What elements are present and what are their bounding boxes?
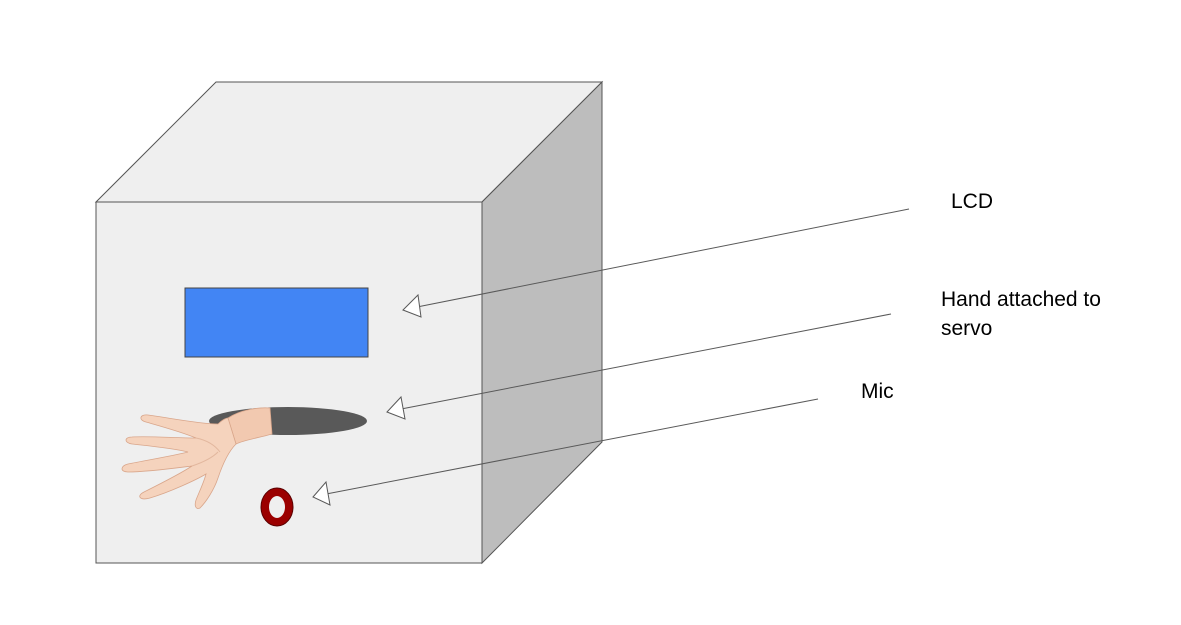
label-hand: Hand attached to servo [941,285,1101,343]
label-hand-line2: servo [941,314,1101,343]
lcd-screen [185,288,368,357]
label-hand-line1: Hand attached to [941,285,1101,314]
mic-icon [261,488,293,526]
label-lcd: LCD [951,187,993,216]
label-mic: Mic [861,377,894,406]
